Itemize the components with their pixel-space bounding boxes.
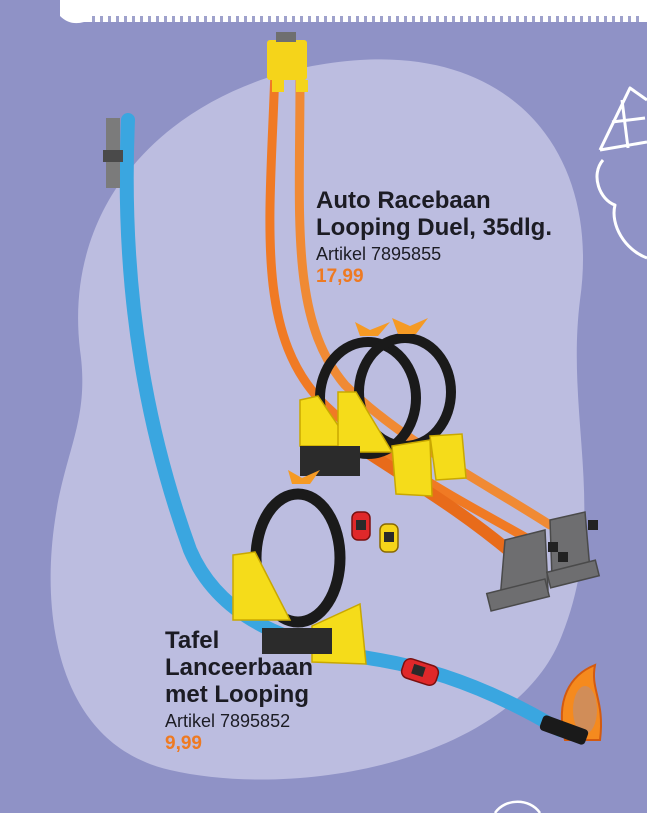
sinterklaas-mitre-icon (595, 86, 647, 260)
flame-decor (355, 318, 428, 336)
product-sku: Artikel 7895852 (165, 710, 291, 731)
product-title-line: Lanceerbaan (165, 653, 314, 681)
toy-car-red-1 (351, 511, 371, 541)
product-title: Auto Racebaan Looping Duel, 35dlg. (316, 187, 552, 242)
toy-car-yellow (379, 523, 399, 553)
orange-launcher (267, 32, 308, 92)
product-price: 17,99 (316, 265, 364, 287)
product-tafel-lanceerbaan: Tafel Lanceerbaan met Looping Artikel 78… (165, 627, 314, 755)
product-sku: Artikel 7895855 (316, 243, 442, 264)
loop-base (300, 446, 360, 476)
blue-race-track (119, 113, 567, 737)
flame-decor-small (288, 470, 320, 484)
fire-ring (560, 663, 602, 741)
toy-car-red-2 (400, 657, 440, 687)
product-title: Tafel Lanceerbaan met Looping (165, 627, 314, 709)
product-title-line: Tafel (165, 627, 220, 654)
product-title-line: Auto Racebaan (316, 187, 491, 214)
product-title-line: Looping Duel, 35dlg. (316, 213, 552, 241)
product-title-line: met Looping (165, 680, 309, 708)
perforated-ticket-edge (60, 0, 647, 24)
blue-launcher-end (539, 715, 589, 745)
product-price: 9,99 (165, 732, 202, 754)
checkered-flag-icon (548, 520, 598, 562)
finish-gates (485, 511, 601, 612)
single-loop-base (262, 628, 332, 654)
product-racebaan-looping-duel: Auto Racebaan Looping Duel, 35dlg. Artik… (316, 187, 552, 288)
loop-supports (299, 391, 467, 497)
blue-launcher (103, 118, 123, 188)
deco-circle-icon (493, 800, 542, 813)
